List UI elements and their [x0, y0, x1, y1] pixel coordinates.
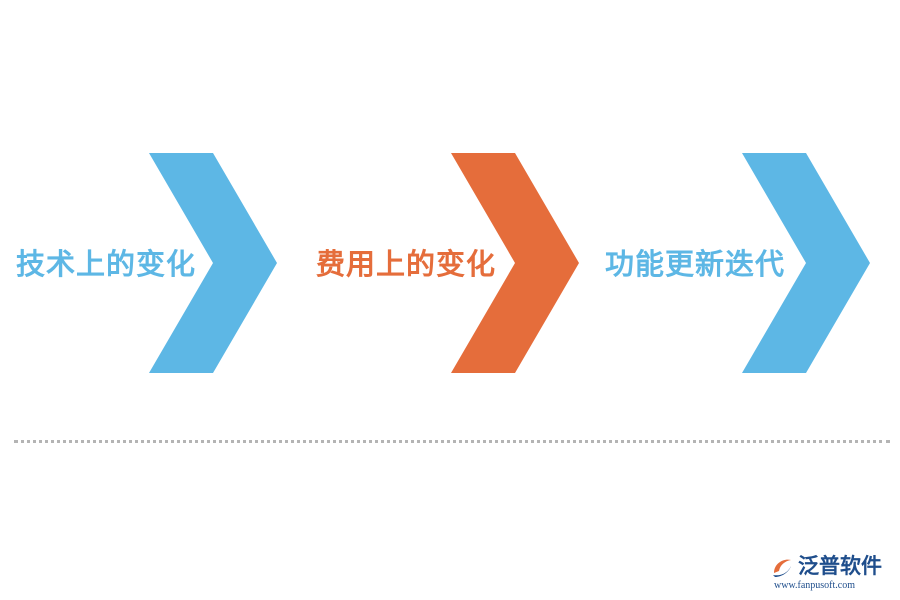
step-3-label: 功能更新迭代 [605, 247, 786, 281]
step-1-chevron-icon [149, 153, 277, 373]
logo-mark-icon [770, 555, 794, 579]
step-2-chevron-icon [451, 153, 579, 373]
step-2-label: 费用上的变化 [316, 247, 497, 281]
dotted-divider [14, 440, 890, 443]
step-3-chevron-icon [742, 153, 870, 373]
step-1-label: 技术上的变化 [16, 247, 197, 281]
logo-name: 泛普软件 [798, 554, 882, 578]
logo-url: www.fanpusoft.com [774, 580, 856, 591]
fanpusoft-logo: 泛普软件 www.fanpusoft.com [770, 553, 892, 593]
